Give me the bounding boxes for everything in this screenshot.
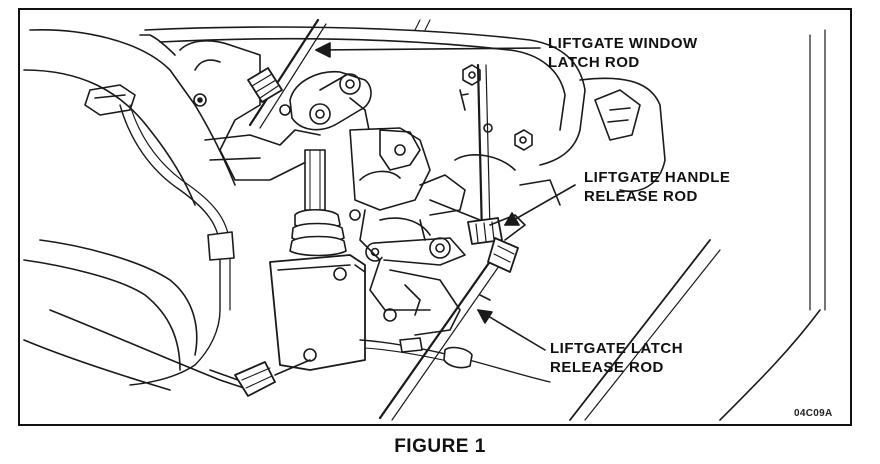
actuator-motor bbox=[269, 149, 366, 371]
latch-release-rod bbox=[378, 237, 519, 421]
handle-release-rod-callout: LIFTGATE HANDLE RELEASE ROD bbox=[584, 168, 730, 206]
callout-line: LIFTGATE LATCH bbox=[550, 340, 684, 357]
right-panel-parts bbox=[569, 29, 826, 421]
callout-line: LIFTGATE HANDLE bbox=[584, 169, 731, 186]
wire-harness bbox=[119, 104, 551, 397]
fasteners bbox=[414, 19, 561, 206]
window-rod-leader bbox=[315, 47, 541, 51]
window-latch-rod-callout: LIFTGATE WINDOW LATCH ROD bbox=[548, 34, 698, 72]
upper-latch-housing bbox=[84, 40, 321, 181]
handle-rod-arrowhead bbox=[504, 212, 520, 226]
window-latch-rod bbox=[247, 18, 327, 129]
callout-line: RELEASE ROD bbox=[584, 188, 698, 205]
leader-arrows bbox=[315, 42, 576, 351]
figure-frame: LIFTGATE WINDOW LATCH ROD LIFTGATE HANDL… bbox=[18, 8, 852, 426]
callout-line: LIFTGATE WINDOW bbox=[548, 35, 698, 52]
figure-code: 04C09A bbox=[794, 408, 833, 419]
liftgate-latch-drawing bbox=[23, 18, 826, 421]
latch-mechanism bbox=[349, 127, 491, 336]
handle-release-rod bbox=[467, 63, 526, 245]
panel-outline bbox=[23, 26, 586, 391]
latch-release-rod-callout: LIFTGATE LATCH RELEASE ROD bbox=[550, 339, 683, 377]
callout-line: LATCH ROD bbox=[548, 54, 640, 71]
callout-line: RELEASE ROD bbox=[550, 359, 664, 376]
handle-rod-leader bbox=[504, 184, 576, 226]
window-rod-arrowhead bbox=[315, 42, 331, 58]
latch-rod-arrowhead bbox=[477, 309, 493, 324]
figure-caption: FIGURE 1 bbox=[394, 436, 486, 457]
